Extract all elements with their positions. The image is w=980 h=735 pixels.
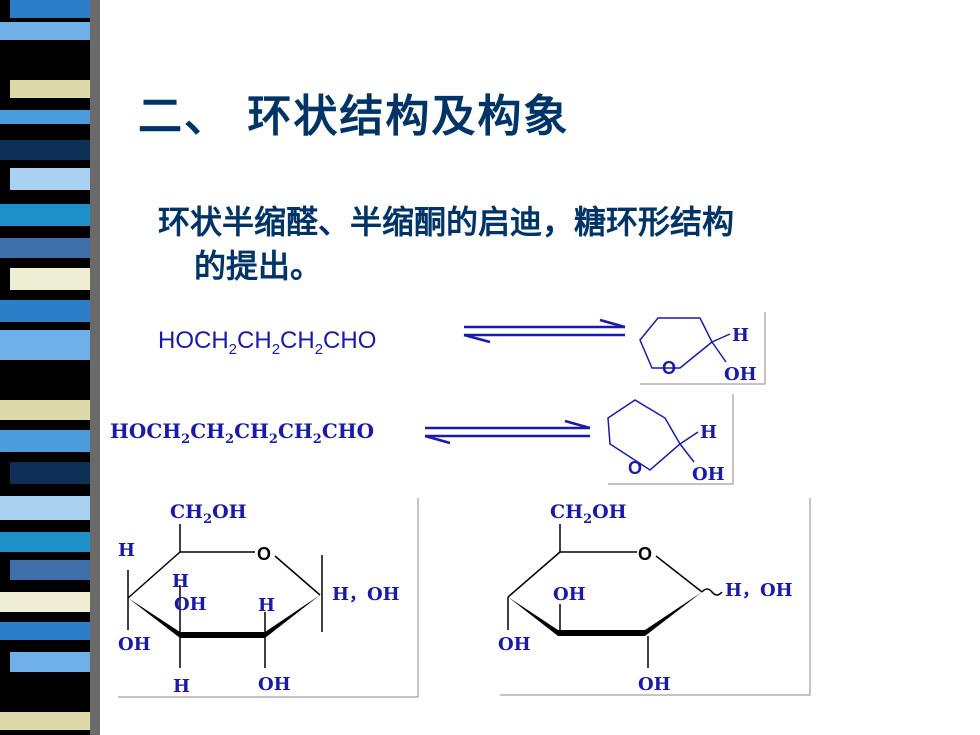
h-label: H xyxy=(118,540,135,561)
stripe xyxy=(0,330,90,360)
stripe xyxy=(0,204,90,226)
slide-title: 二、 环状结构及构象 xyxy=(138,91,570,142)
ch2oh-label: CH2OH xyxy=(170,501,247,527)
haworth-structure-left: CH2OH O H H OH H H，OH OH H OH xyxy=(118,498,419,698)
stripe xyxy=(0,140,90,160)
oh-label: OH xyxy=(258,674,291,695)
stripe xyxy=(0,238,90,258)
stripe xyxy=(0,532,90,552)
stripe xyxy=(10,652,90,672)
stripe xyxy=(0,400,90,420)
stripe xyxy=(0,22,90,40)
ring-oxygen-label: O xyxy=(628,458,642,478)
oh-label: OH xyxy=(174,594,207,615)
tetrahydropyran-ring: O H OH xyxy=(607,394,734,485)
stripe xyxy=(0,48,90,72)
h-label: H xyxy=(173,676,190,697)
anomeric-label: H，OH xyxy=(725,580,793,601)
decorative-stripe-bar xyxy=(0,0,100,735)
stripe xyxy=(0,496,90,520)
haworth-structure-right: CH2OH O OH H，OH OH OH xyxy=(498,498,811,696)
ring-oxygen-label: O xyxy=(257,544,271,564)
h-label: H xyxy=(172,571,189,592)
bullet-line-2: 的提出。 xyxy=(194,247,323,285)
oh-label: OH xyxy=(118,634,151,655)
ring-oxygen-label: O xyxy=(638,544,652,564)
bullet-line-1: 环状半缩醛、半缩酮的启迪，糖环形结构 xyxy=(158,203,735,241)
ring-oxygen-label: O xyxy=(662,358,676,378)
equilibrium-arrow-1 xyxy=(463,318,626,344)
bullet-text: 环状半缩醛、半缩酮的启迪，糖环形结构 的提出。 xyxy=(158,200,958,288)
ch2oh-label: CH2OH xyxy=(550,501,627,527)
stripe xyxy=(0,592,90,612)
stripe xyxy=(0,712,90,730)
stripe xyxy=(0,300,90,322)
oh-label: OH xyxy=(638,674,671,695)
stripe xyxy=(0,110,90,124)
oh-label: OH xyxy=(724,364,757,385)
stripe xyxy=(0,430,90,452)
equilibrium-arrow-2 xyxy=(424,419,591,445)
reaction2-reactant: HOCH2CH2CH2CH2CHO xyxy=(110,419,374,447)
oh-label: OH xyxy=(553,584,586,605)
stripe xyxy=(0,684,90,700)
h-label: H xyxy=(258,595,275,616)
stripe xyxy=(10,462,90,484)
anomeric-label: H，OH xyxy=(332,584,400,605)
h-label: H xyxy=(700,422,717,443)
tetrahydrofuran-ring: O H OH xyxy=(639,312,766,385)
oh-label: OH xyxy=(498,634,531,655)
reaction1-reactant: HOCH2CH2CH2CHO xyxy=(158,327,376,358)
stripe xyxy=(10,372,90,392)
stripe xyxy=(10,268,90,290)
stripe xyxy=(10,168,90,190)
stripe xyxy=(0,622,90,640)
h-label: H xyxy=(732,325,749,346)
oh-label: OH xyxy=(692,464,725,485)
stripe xyxy=(10,560,90,580)
stripe xyxy=(10,80,90,98)
stripe xyxy=(10,0,90,18)
